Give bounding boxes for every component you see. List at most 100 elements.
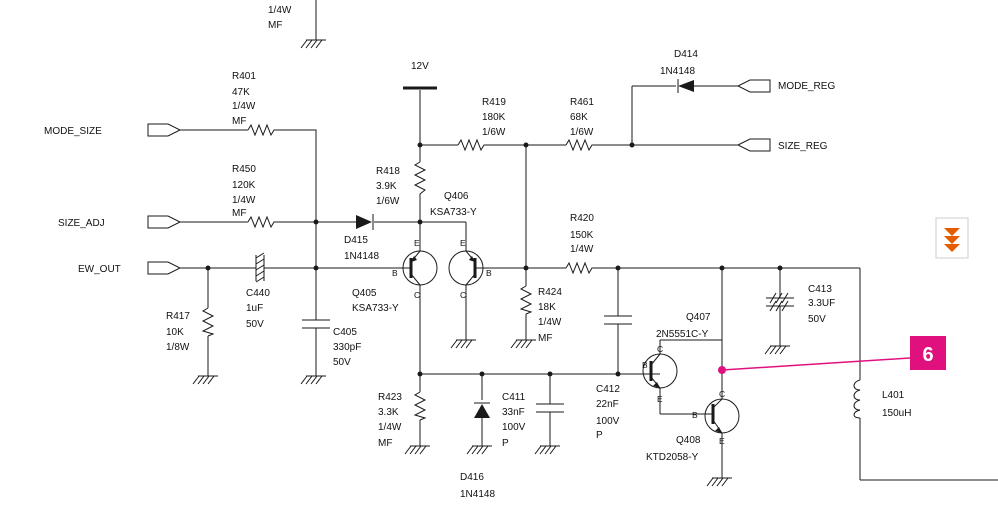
svg-text:3.9K: 3.9K <box>376 181 397 192</box>
svg-text:B: B <box>692 410 698 420</box>
svg-text:50V: 50V <box>333 357 351 368</box>
svg-text:3.3K: 3.3K <box>378 407 399 418</box>
transistor-q405: B E C Q405 KSA733-Y <box>352 238 438 314</box>
svg-text:C413: C413 <box>808 284 832 295</box>
svg-text:R423: R423 <box>378 392 402 403</box>
capacitor-c405: C405 330pF 50V <box>302 319 361 368</box>
svg-text:MODE_SIZE: MODE_SIZE <box>44 126 102 137</box>
callout-leader <box>721 357 911 371</box>
svg-text:E: E <box>719 436 725 446</box>
svg-text:MF: MF <box>232 208 246 219</box>
port-ew-out: EW_OUT <box>78 261 182 275</box>
svg-text:12V: 12V <box>411 61 429 72</box>
resistor-r423: R423 3.3K 1/4W MF <box>378 391 427 449</box>
callout-6[interactable]: 6 <box>718 336 946 374</box>
svg-text:C412: C412 <box>596 384 620 395</box>
diode-d414: D414 1N4148 <box>660 49 698 93</box>
transistor-q408: B C E Q408 KTD2058-Y <box>646 389 740 463</box>
svg-text:330pF: 330pF <box>333 342 361 353</box>
svg-text:10K: 10K <box>166 327 184 338</box>
svg-text:1N4148: 1N4148 <box>460 489 495 500</box>
svg-text:D414: D414 <box>674 49 698 60</box>
resistor-r461: R461 68K 1/6W <box>565 97 594 152</box>
diode-d415: D415 1N4148 <box>344 214 379 262</box>
svg-text:P: P <box>596 430 603 441</box>
svg-text:B: B <box>642 360 648 370</box>
svg-text:50V: 50V <box>246 319 264 330</box>
svg-text:68K: 68K <box>570 112 588 123</box>
svg-text:100V: 100V <box>502 422 526 433</box>
svg-text:B: B <box>486 268 492 278</box>
svg-text:R424: R424 <box>538 287 562 298</box>
svg-text:SIZE_ADJ: SIZE_ADJ <box>58 218 105 229</box>
svg-text:R417: R417 <box>166 311 190 322</box>
resistor-r420: R420 150K 1/4W <box>565 213 594 275</box>
svg-text:18K: 18K <box>538 302 556 313</box>
svg-text:1/4W: 1/4W <box>232 101 256 112</box>
svg-text:1/8W: 1/8W <box>166 342 190 353</box>
diode-d416: D416 1N4148 <box>460 402 495 500</box>
port-size-adj: SIZE_ADJ <box>58 215 182 229</box>
svg-text:SIZE_REG: SIZE_REG <box>778 141 828 152</box>
svg-text:B: B <box>392 268 398 278</box>
svg-text:C: C <box>414 290 420 300</box>
svg-text:1/6W: 1/6W <box>376 196 400 207</box>
svg-text:D416: D416 <box>460 472 484 483</box>
svg-text:C: C <box>460 290 466 300</box>
transistor-q407: B C E Q407 2N5551C-Y <box>618 312 711 404</box>
top-resistor-labels: 1/4W MF <box>268 5 292 31</box>
svg-text:1/4W: 1/4W <box>538 317 562 328</box>
svg-text:EW_OUT: EW_OUT <box>78 264 121 275</box>
svg-text:R419: R419 <box>482 97 506 108</box>
svg-text:MF: MF <box>232 116 246 127</box>
svg-text:Q405: Q405 <box>352 288 377 299</box>
double-chevron-down-icon[interactable] <box>935 217 969 259</box>
svg-text:180K: 180K <box>482 112 506 123</box>
resistor-r419: R419 180K 1/6W <box>457 97 506 152</box>
capacitor-c411: C411 33nF 100V P <box>502 392 564 449</box>
svg-text:E: E <box>414 238 420 248</box>
callout-badge <box>910 336 946 370</box>
port-mode-reg: MODE_REG <box>736 79 835 93</box>
svg-text:1N4148: 1N4148 <box>660 66 695 77</box>
svg-text:Q407: Q407 <box>686 312 711 323</box>
svg-text:C: C <box>657 344 663 354</box>
svg-text:R420: R420 <box>570 213 594 224</box>
resistor-r450: R450 120K 1/4W MF <box>232 164 276 229</box>
inductor-l401: L401 150uH <box>853 379 911 419</box>
svg-text:R401: R401 <box>232 71 256 82</box>
svg-text:KSA733-Y: KSA733-Y <box>352 303 399 314</box>
svg-text:E: E <box>460 238 466 248</box>
svg-text:R418: R418 <box>376 166 400 177</box>
svg-text:1N4148: 1N4148 <box>344 251 379 262</box>
svg-text:P: P <box>502 438 509 449</box>
svg-text:1/4W: 1/4W <box>378 422 402 433</box>
svg-text:R461: R461 <box>570 97 594 108</box>
svg-text:Q408: Q408 <box>676 435 701 446</box>
svg-text:47K: 47K <box>232 87 250 98</box>
svg-text:1/6W: 1/6W <box>482 127 506 138</box>
svg-text:150uH: 150uH <box>882 408 911 419</box>
svg-text:KSA733-Y: KSA733-Y <box>430 207 477 218</box>
svg-text:2N5551C-Y: 2N5551C-Y <box>656 329 709 340</box>
svg-text:KTD2058-Y: KTD2058-Y <box>646 452 699 463</box>
capacitor-c413: C413 3.3UF 50V <box>766 284 835 325</box>
supply-12v: 12V <box>403 61 437 90</box>
svg-text:50V: 50V <box>808 314 826 325</box>
svg-text:MODE_REG: MODE_REG <box>778 81 835 92</box>
svg-text:D415: D415 <box>344 235 368 246</box>
svg-text:MF: MF <box>538 333 552 344</box>
junctions <box>205 142 783 377</box>
svg-text:1/6W: 1/6W <box>570 127 594 138</box>
svg-text:120K: 120K <box>232 180 256 191</box>
transistor-q406: B E C Q406 KSA733-Y <box>430 191 492 300</box>
svg-text:3.3UF: 3.3UF <box>808 298 835 309</box>
resistor-r401: R401 47K 1/4W MF <box>232 71 276 137</box>
svg-text:Q406: Q406 <box>444 191 469 202</box>
svg-text:C: C <box>719 389 725 399</box>
resistor-r417: R417 10K 1/8W <box>166 307 215 353</box>
port-mode-size: MODE_SIZE <box>44 123 182 137</box>
svg-text:MF: MF <box>268 20 282 31</box>
